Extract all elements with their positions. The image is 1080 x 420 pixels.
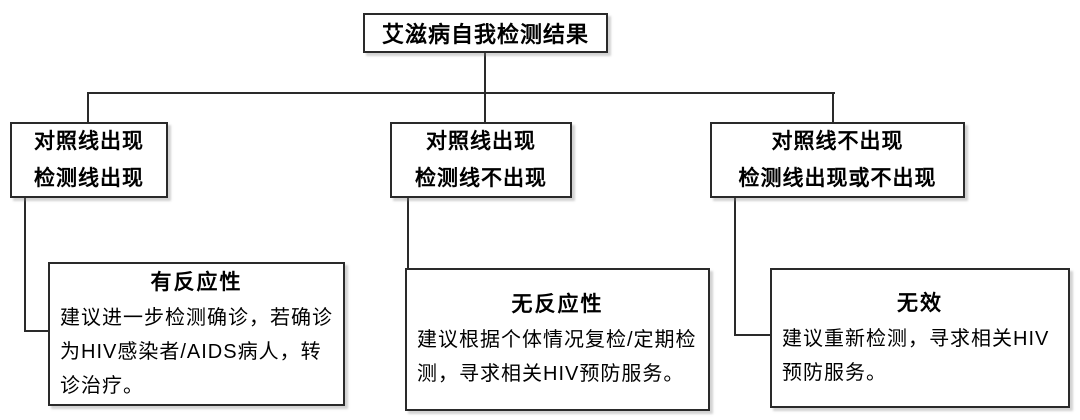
result-title: 无效 bbox=[897, 291, 943, 315]
connector-root-vertical bbox=[484, 53, 486, 93]
result-body: 建议根据个体情况复检/定期检测，寻求相关HIV预防服务。 bbox=[417, 329, 697, 385]
result-node-reactive: 有反应性 建议进一步检测确诊，若确诊为HIV感染者/AIDS病人，转诊治疗。 bbox=[48, 262, 345, 406]
branch-line2: 检测线出现或不出现 bbox=[738, 167, 937, 190]
result-node-invalid: 无效 建议重新检测，寻求相关HIV预防服务。 bbox=[770, 268, 1070, 408]
branch-line1: 对照线出现 bbox=[426, 130, 536, 153]
branch-node-control-only: 对照线出现 检测线不出现 bbox=[390, 122, 572, 198]
root-node-test-result: 艾滋病自我检测结果 bbox=[363, 13, 608, 53]
branch-line1: 对照线不出现 bbox=[771, 130, 904, 153]
branch-node-no-control-line: 对照线不出现 检测线出现或不出现 bbox=[710, 122, 965, 198]
result-node-non-reactive: 无反应性 建议根据个体情况复检/定期检测，寻求相关HIV预防服务。 bbox=[405, 268, 710, 411]
connector-branch1-result-horizontal bbox=[24, 330, 50, 332]
connector-branch3-result-vertical bbox=[734, 197, 736, 336]
result-body: 建议进一步检测确诊，若确诊为HIV感染者/AIDS病人，转诊治疗。 bbox=[60, 306, 333, 397]
branch-line1: 对照线出现 bbox=[34, 130, 144, 153]
root-node-label: 艾滋病自我检测结果 bbox=[381, 22, 589, 47]
connector-branch3-result-horizontal bbox=[734, 334, 772, 336]
connector-drop-branch-1 bbox=[87, 92, 89, 123]
branch-line2: 检测线出现 bbox=[34, 167, 144, 190]
connector-branch1-result-vertical bbox=[24, 197, 26, 332]
connector-spread-horizontal bbox=[87, 92, 835, 94]
result-body: 建议重新检测，寻求相关HIV预防服务。 bbox=[782, 327, 1050, 384]
connector-drop-branch-2 bbox=[484, 92, 486, 123]
branch-node-both-lines-appear: 对照线出现 检测线出现 bbox=[10, 122, 168, 198]
result-title: 无反应性 bbox=[511, 293, 604, 316]
branch-line2: 检测线不出现 bbox=[415, 167, 547, 190]
result-title: 有反应性 bbox=[150, 270, 243, 294]
connector-branch2-result-vertical bbox=[407, 197, 409, 269]
connector-drop-branch-3 bbox=[832, 92, 834, 123]
